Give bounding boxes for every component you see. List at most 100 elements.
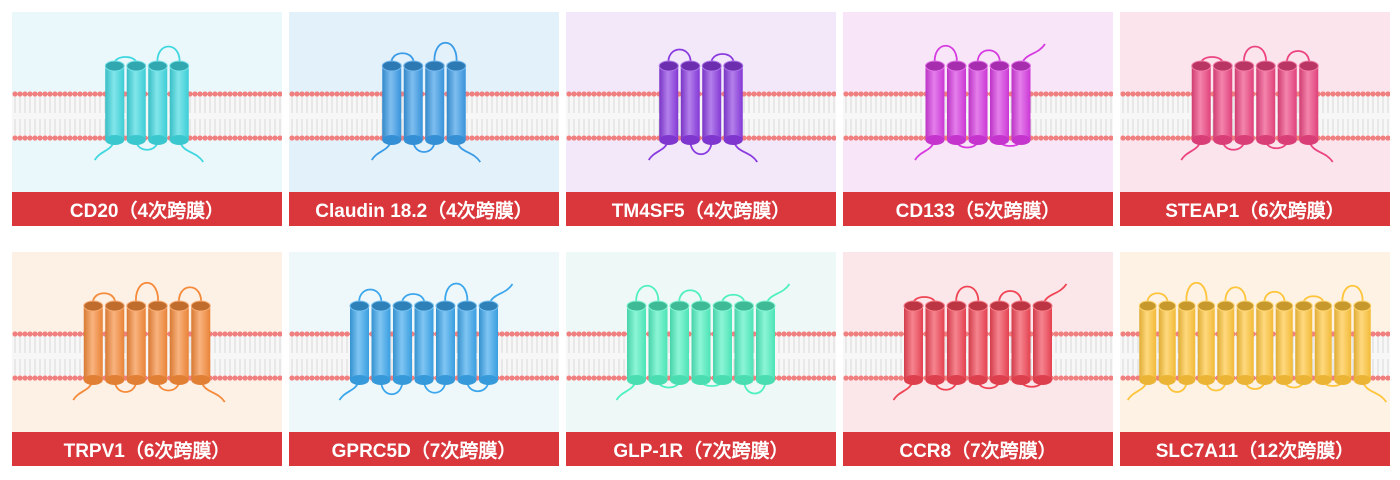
helix (446, 60, 467, 145)
helix (1216, 300, 1235, 385)
helix (147, 300, 168, 385)
helix (1294, 300, 1313, 385)
helix-group (104, 60, 190, 145)
protein-card: CD133（5次跨膜） (843, 12, 1113, 226)
helix (1234, 60, 1255, 145)
helix (381, 60, 402, 145)
protein-card: TRPV1（6次跨膜） (12, 252, 282, 466)
helix-group (83, 300, 211, 385)
helix (1277, 60, 1298, 145)
protein-label: STEAP1（6次跨膜） (1120, 192, 1390, 226)
protein-label: Claudin 18.2（4次跨膜） (289, 192, 559, 226)
helix (1298, 60, 1319, 145)
helix (126, 300, 147, 385)
membrane-diagram (843, 43, 1113, 161)
helix (925, 300, 945, 385)
helix (1158, 300, 1177, 385)
lipid-bilayer (12, 331, 282, 381)
helix (424, 60, 445, 145)
helix (701, 60, 722, 145)
helix-group (381, 60, 467, 145)
helix (1236, 300, 1255, 385)
protein-label: GLP-1R（7次跨膜） (566, 432, 836, 466)
membrane-diagram (289, 41, 559, 163)
helix-group (903, 300, 1053, 385)
helix (734, 300, 754, 385)
helix-group (349, 300, 499, 385)
protein-card: STEAP1（6次跨膜） (1120, 12, 1390, 226)
helix-group (1138, 300, 1372, 385)
helix (946, 60, 967, 145)
membrane-diagram (12, 45, 282, 163)
helix (414, 300, 434, 385)
helix (403, 60, 424, 145)
membrane-diagram (566, 283, 836, 401)
helix (169, 300, 190, 385)
helix (1032, 300, 1053, 385)
helix (371, 300, 391, 385)
membrane-diagram (1120, 281, 1390, 403)
helix (104, 300, 125, 385)
helix (1333, 300, 1352, 385)
helix (946, 300, 967, 385)
helix (1197, 300, 1216, 385)
helix (1177, 300, 1196, 385)
lipid-bilayer (566, 91, 836, 141)
lipid-bilayer (12, 91, 282, 141)
helix (1138, 300, 1157, 385)
helix (669, 300, 690, 385)
helix (392, 300, 413, 385)
helix (925, 60, 945, 145)
helix-group (1191, 60, 1319, 145)
helix-group (658, 60, 744, 145)
helix (989, 300, 1010, 385)
protein-card: GLP-1R（7次跨膜） (566, 252, 836, 466)
helix (723, 60, 744, 145)
helix (1011, 60, 1031, 145)
helix (104, 60, 125, 145)
membrane-diagram (843, 283, 1113, 401)
helix (349, 300, 370, 385)
lipid-bilayer (289, 91, 559, 141)
helix (435, 300, 456, 385)
helix (626, 300, 647, 385)
helix (1011, 300, 1031, 385)
protein-card: GPRC5D（7次跨膜） (289, 252, 559, 466)
helix (457, 300, 477, 385)
lipid-bilayer (1120, 91, 1390, 141)
helix (126, 60, 147, 145)
helix (648, 300, 668, 385)
helix (989, 60, 1010, 145)
protein-card: SLC7A11（12次跨膜） (1120, 252, 1390, 466)
protein-label: SLC7A11（12次跨膜） (1120, 432, 1390, 466)
helix (691, 300, 711, 385)
helix (755, 300, 776, 385)
protein-label: TM4SF5（4次跨膜） (566, 192, 836, 226)
protein-label: CD133（5次跨膜） (843, 192, 1113, 226)
helix (190, 300, 211, 385)
helix (968, 60, 988, 145)
helix (1353, 300, 1372, 385)
helix (83, 300, 104, 385)
helix (680, 60, 701, 145)
helix (1191, 60, 1212, 145)
protein-label: GPRC5D（7次跨膜） (289, 432, 559, 466)
protein-card: CCR8（7次跨膜） (843, 252, 1113, 466)
helix (1255, 300, 1274, 385)
helix (903, 300, 924, 385)
membrane-diagram (566, 48, 836, 163)
helix (169, 60, 190, 145)
protein-card: Claudin 18.2（4次跨膜） (289, 12, 559, 226)
helix (658, 60, 679, 145)
membrane-diagram (289, 282, 559, 401)
protein-label: TRPV1（6次跨膜） (12, 432, 282, 466)
membrane-diagram (12, 281, 282, 403)
helix-group (925, 60, 1031, 145)
helix-group (626, 300, 776, 385)
membrane-diagram (1120, 45, 1390, 163)
helix (712, 300, 733, 385)
protein-label: CCR8（7次跨膜） (843, 432, 1113, 466)
helix (1275, 300, 1294, 385)
helix (478, 300, 499, 385)
